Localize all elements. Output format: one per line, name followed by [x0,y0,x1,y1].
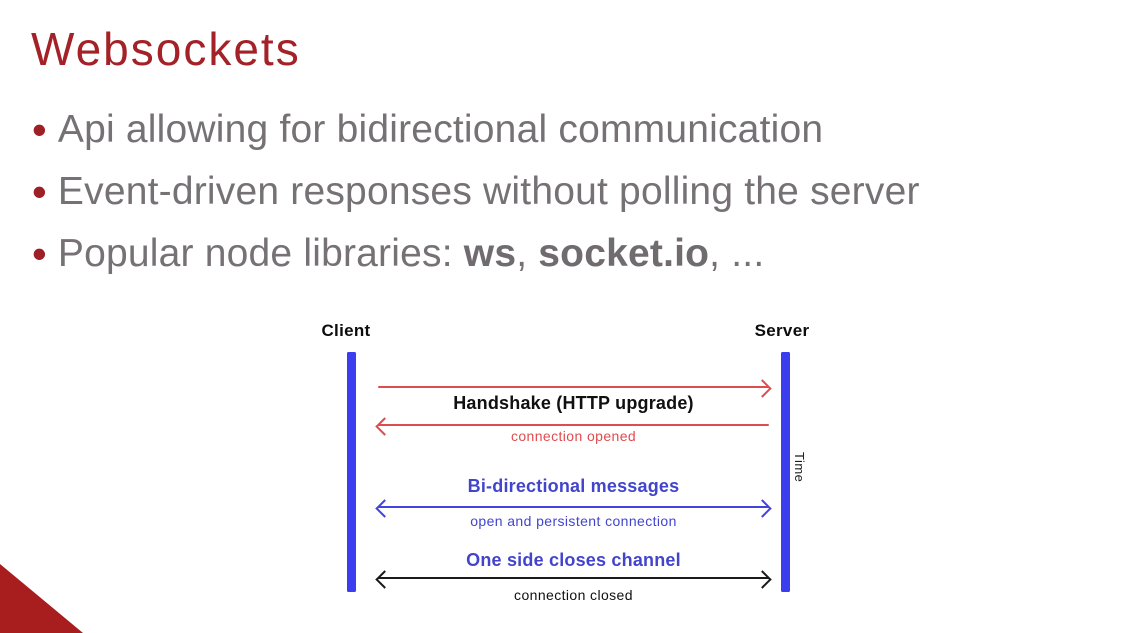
bullet-text-suffix: , ... [709,232,765,275]
client-label: Client [321,321,371,340]
server-lifeline-bar [781,352,790,592]
handshake-request-arrow [377,379,772,398]
bullet-text: Event-driven responses without polling t… [57,170,920,213]
bullet-list: • Api allowing for bidirectional communi… [32,99,920,285]
bullet-item: • Event-driven responses without polling… [32,161,920,223]
connection-closed-label: connection closed [514,587,633,603]
bidirectional-title: Bi-directional messages [467,476,680,496]
page-title: Websockets [31,23,301,75]
time-axis-label: Time [792,452,807,483]
bullet-text: Popular node libraries: ws, socket.io, .… [58,232,764,276]
arrow-shaft [378,424,769,426]
library-name-ws: ws [463,232,517,275]
bullet-item: • Popular node libraries: ws, socket.io,… [32,223,920,285]
corner-accent-triangle [0,564,83,633]
arrowhead-right-icon [753,570,772,589]
close-channel-arrow [375,570,772,589]
bullet-dot-icon: • [32,230,47,277]
handshake-title: Handshake (HTTP upgrade) [453,393,694,413]
handshake-response-arrow [375,417,770,436]
arrow-shaft [378,386,769,388]
arrow-shaft [378,577,769,579]
arrow-shaft [378,506,769,508]
library-name-socketio: socket.io [538,232,710,275]
bullet-dot-icon: • [32,106,47,153]
bullet-text: Api allowing for bidirectional communica… [57,108,824,151]
server-label: Server [754,321,810,340]
bullet-dot-icon: • [32,168,47,215]
connection-opened-label: connection opened [510,428,637,444]
bidirectional-arrow [375,499,772,518]
bullet-text-separator: , [516,232,539,275]
bullet-item: • Api allowing for bidirectional communi… [32,99,920,161]
bullet-text-prefix: Popular node libraries: [57,232,464,275]
persistent-connection-label: open and persistent connection [470,513,677,529]
client-lifeline-bar [347,352,356,592]
arrowhead-left-icon [375,570,394,589]
close-channel-title: One side closes channel [466,550,681,570]
